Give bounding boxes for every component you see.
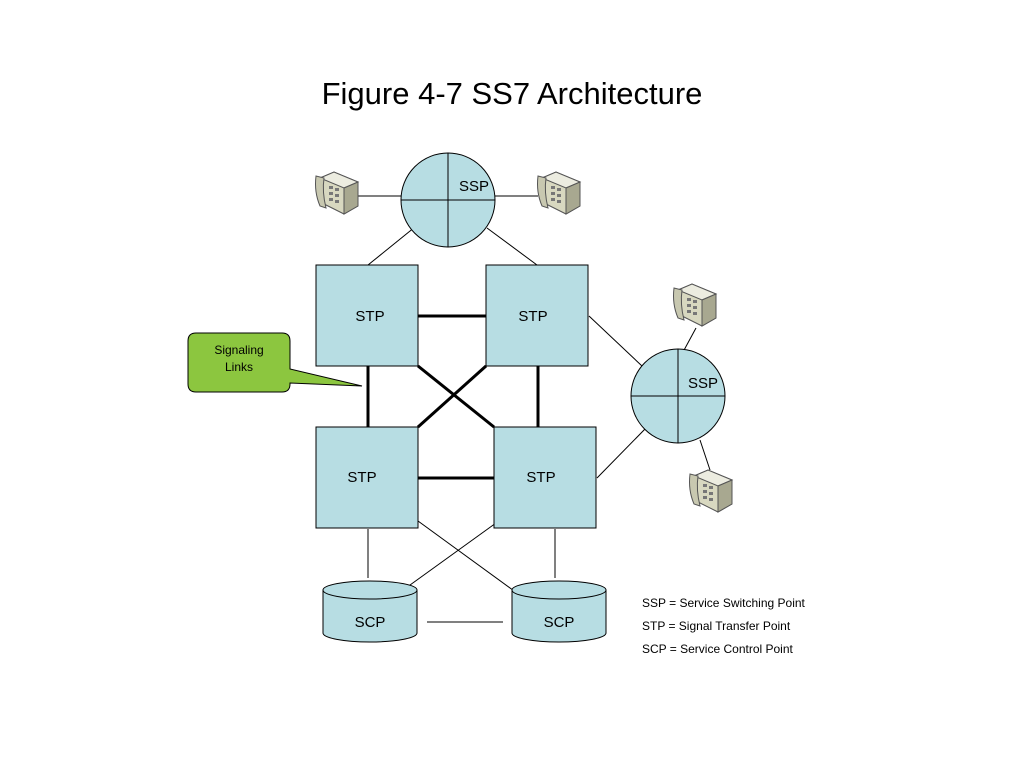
page-title: Figure 4-7 SS7 Architecture	[321, 76, 703, 111]
stp-bottom-left-box	[315, 426, 419, 529]
callout-line1: Signaling	[214, 343, 263, 357]
stp-top-left-box	[315, 264, 419, 367]
stp-top-right-label: STP	[518, 308, 547, 325]
ssp-top-label: SSP	[459, 178, 489, 195]
ssp-right-node	[630, 348, 726, 444]
telephone-icon	[689, 469, 733, 513]
scp-right-label: SCP	[544, 614, 575, 631]
stp-bottom-left-label: STP	[347, 469, 376, 486]
legend-ssp: SSP = Service Switching Point	[642, 596, 805, 610]
stp-top-left-label: STP	[355, 308, 384, 325]
signaling-links	[366, 314, 540, 480]
legend-scp: SCP = Service Control Point	[642, 642, 793, 656]
ssp-right-label: SSP	[688, 375, 718, 392]
stp-bottom-right-label: STP	[526, 469, 555, 486]
telephone-icon	[315, 171, 359, 215]
scp-left-label: SCP	[355, 614, 386, 631]
stp-top-right-box	[485, 264, 589, 367]
ssp-top-node	[400, 152, 496, 248]
legend-stp: STP = Signal Transfer Point	[642, 619, 791, 633]
telephone-icon	[673, 283, 717, 327]
scp-left-node	[322, 580, 418, 643]
callout-line2: Links	[225, 360, 253, 374]
scp-right-node	[511, 580, 607, 643]
signaling-links-callout	[187, 332, 363, 393]
stp-bottom-right-box	[493, 426, 597, 529]
telephone-icon	[537, 171, 581, 215]
